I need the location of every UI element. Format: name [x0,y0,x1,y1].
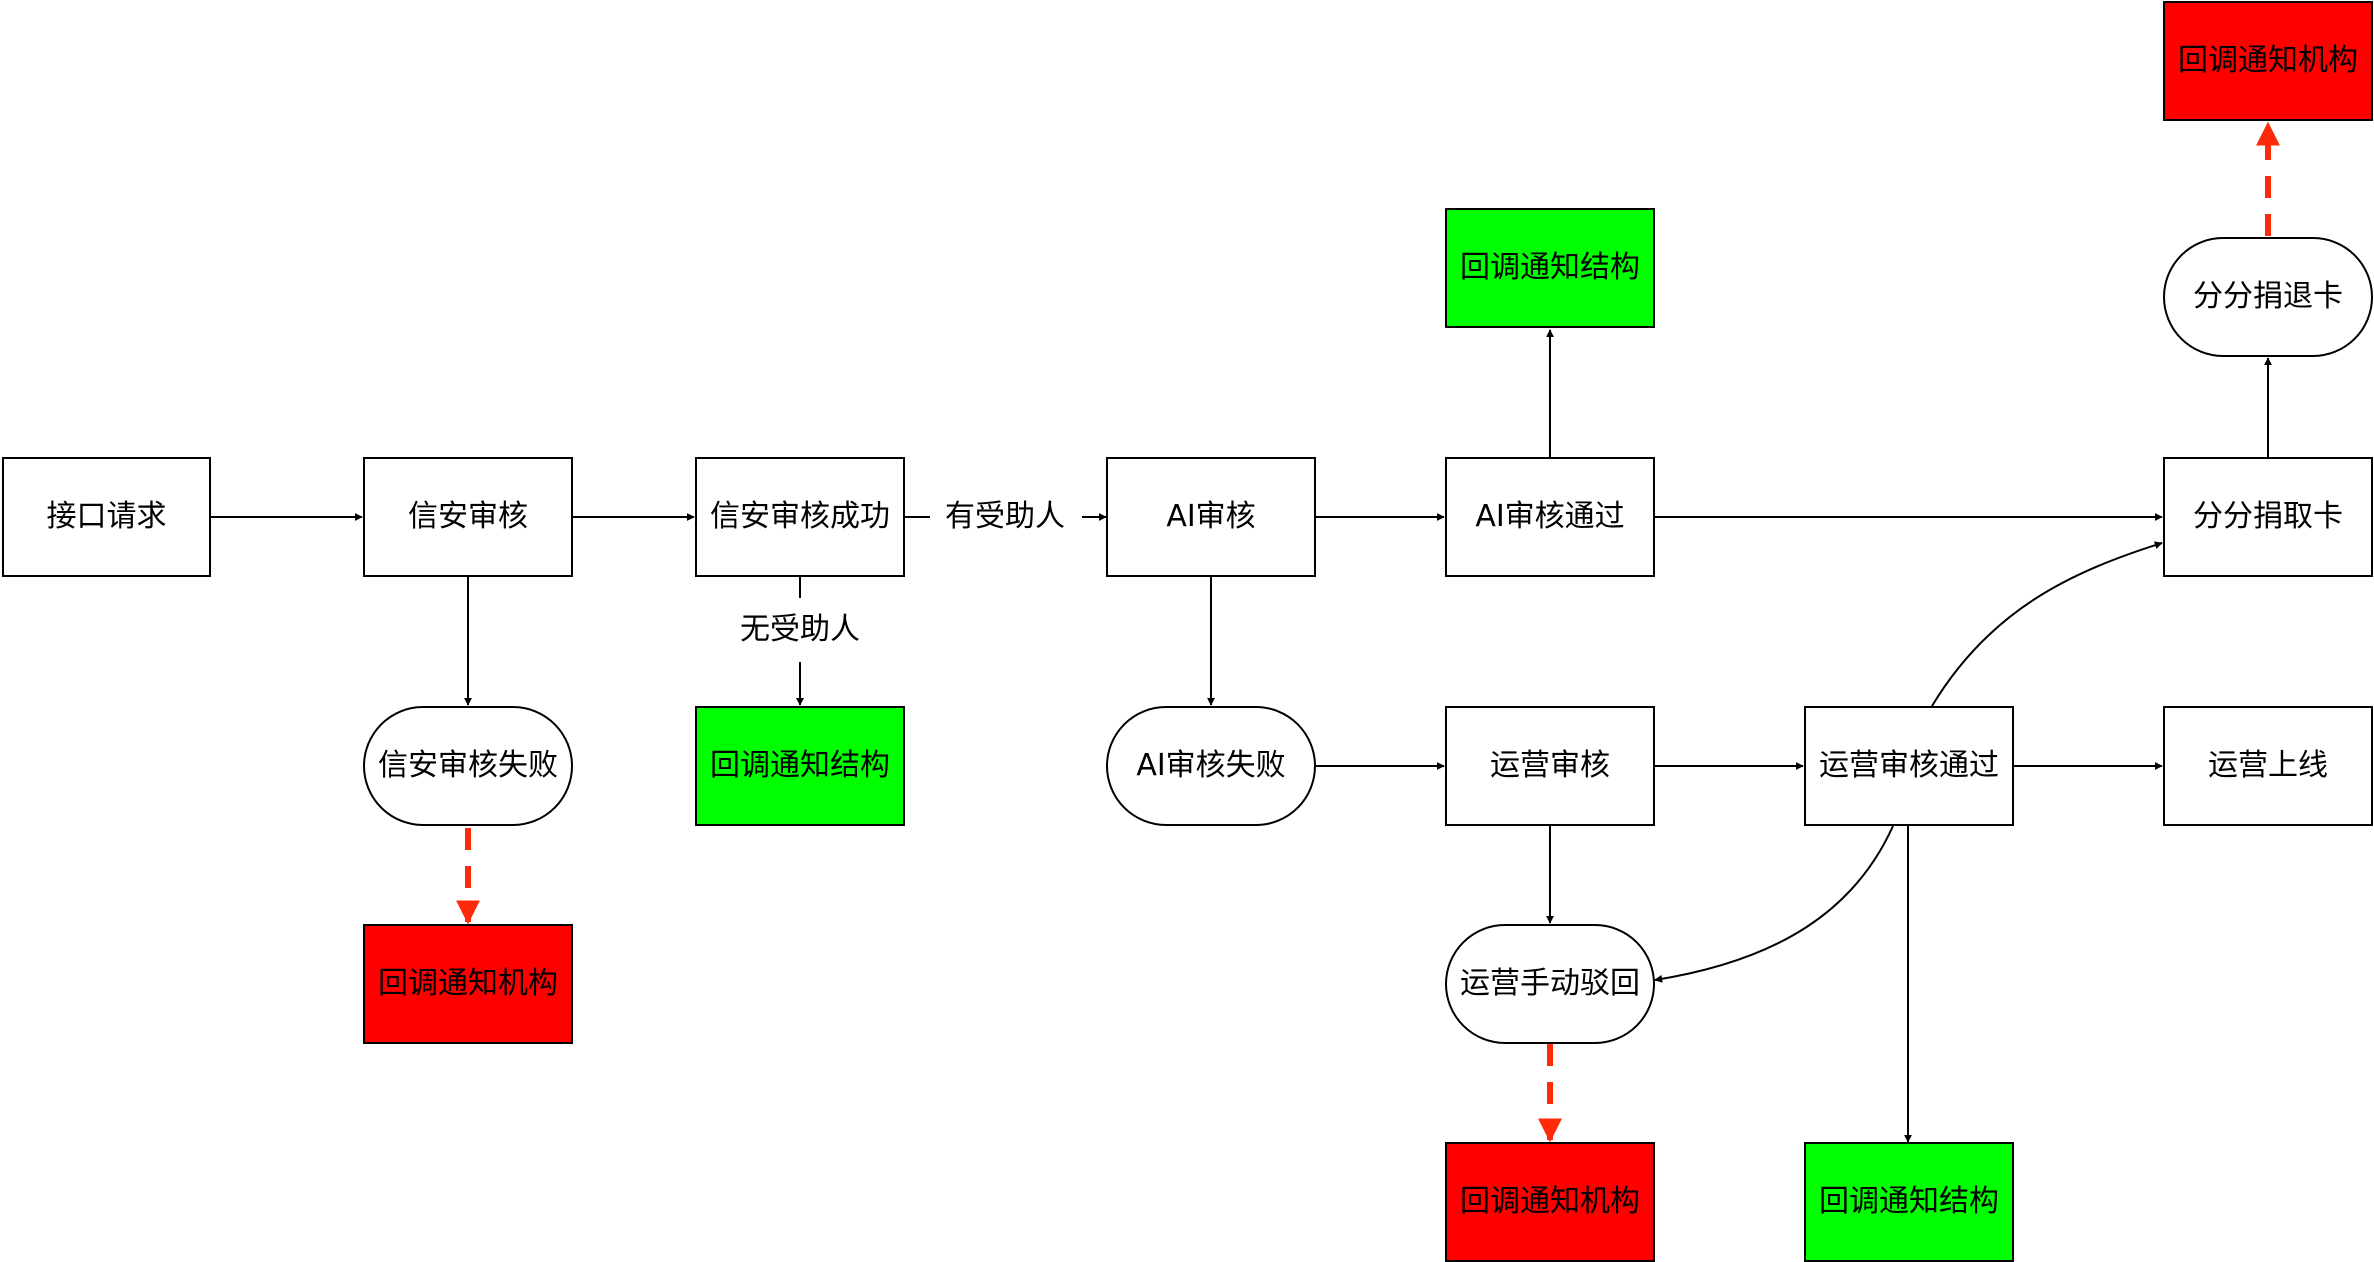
node-ops-online: 运营上线 [2163,706,2373,826]
node-callback-green-ai-pass: 回调通知结构 [1445,208,1655,328]
edge-ops-pass-to-reject [1654,825,1894,983]
node-callback-red-ops-reject: 回调通知机构 [1445,1142,1655,1262]
node-security-success: 信安审核成功 [695,457,905,577]
node-callback-green-ops-pass: 回调通知结构 [1804,1142,2014,1262]
node-ops-pass: 运营审核通过 [1804,706,2014,826]
node-ops-review: 运营审核 [1445,706,1655,826]
node-security-review: 信安审核 [363,457,573,577]
node-request: 接口请求 [2,457,211,577]
edge-label-has-beneficiary: 有受助人 [939,497,1071,537]
node-ai-pass: AI审核通过 [1445,457,1655,577]
node-card-take: 分分捐取卡 [2163,457,2373,577]
node-callback-red-card-return: 回调通知机构 [2163,1,2373,121]
node-callback-red-security-fail: 回调通知机构 [363,924,573,1044]
node-ops-reject: 运营手动驳回 [1445,924,1655,1044]
edge-label-no-beneficiary: 无受助人 [734,610,866,650]
node-card-return: 分分捐退卡 [2163,237,2373,357]
node-ai-review: AI审核 [1106,457,1316,577]
node-ai-fail: AI审核失败 [1106,706,1316,826]
node-security-fail: 信安审核失败 [363,706,573,826]
node-callback-green-no-beneficiary: 回调通知结构 [695,706,905,826]
edge-ops-pass-to-card-take [1931,541,2163,707]
